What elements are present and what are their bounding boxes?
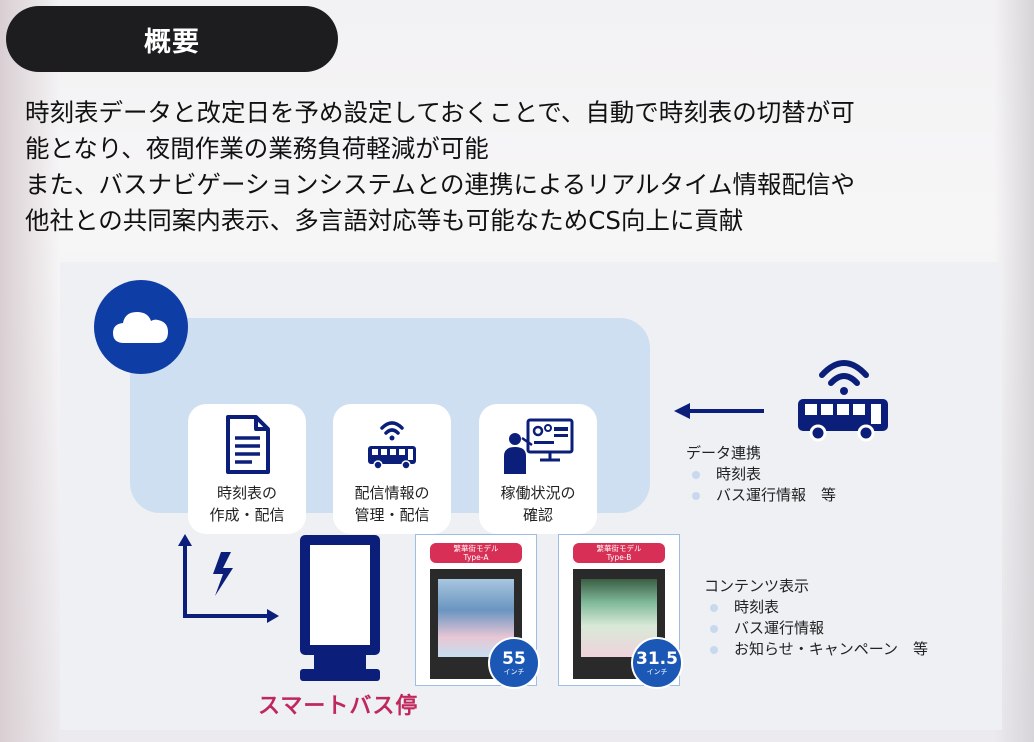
description-line: 他社との共同案内表示、多言語対応等も可能なためCS向上に貢献	[25, 203, 1025, 239]
cloud-service-box: 時刻表の 作成・配信	[130, 318, 650, 513]
data-link-title: データ連携	[686, 443, 836, 464]
content-display-list: コンテンツ表示 時刻表 バス運行情報 お知らせ・キャンペーン 等	[704, 576, 928, 660]
list-item: バス運行情報	[704, 618, 928, 639]
card-label: 作成・配信	[209, 504, 284, 526]
card-label: 稼働状況の	[500, 482, 575, 504]
description-line: また、バスナビゲーションシステムとの連携によるリアルタイム情報配信や	[25, 167, 1025, 203]
bus-wifi-icon	[796, 353, 892, 447]
list-item: 時刻表	[704, 597, 928, 618]
card-label: 配信情報の	[354, 482, 429, 504]
card-distribution: 配信情報の 管理・配信	[333, 404, 451, 534]
smart-bus-stop-label: スマートバス停	[258, 688, 418, 720]
size-badge: 31.5 インチ	[631, 637, 683, 689]
description-line: 能となり、夜間作業の業務負荷軽減が可能	[25, 131, 1025, 167]
model-tag: 繁華街モデル Type-A	[430, 543, 522, 563]
description: 時刻表データと改定日を予め設定しておくことで、自動で時刻表の切替が可 能となり、…	[25, 95, 1025, 239]
monitor-operator-icon	[498, 414, 578, 476]
card-status: 稼働状況の 確認	[479, 404, 597, 534]
card-label: 確認	[500, 504, 575, 526]
size-value: 55	[502, 650, 526, 668]
list-item: 時刻表	[686, 464, 836, 485]
data-link-list: データ連携 時刻表 バス運行情報 等	[686, 443, 836, 506]
section-title-text: 概要	[144, 20, 200, 59]
cloud-icon	[94, 280, 188, 374]
size-badge: 55 インチ	[488, 637, 540, 689]
card-label: 管理・配信	[354, 504, 429, 526]
model-photo-type-b: 繁華街モデル Type-B 31.5 インチ	[558, 534, 680, 686]
document-icon	[222, 414, 272, 476]
card-timetable: 時刻表の 作成・配信	[188, 404, 306, 534]
model-tag: 繁華街モデル Type-B	[573, 543, 665, 563]
signal-axes-icon	[173, 534, 283, 624]
arrow-left-icon	[674, 401, 764, 421]
model-photo-type-a: 繁華街モデル Type-A 55 インチ	[415, 534, 537, 686]
diagram-panel: 時刻表の 作成・配信	[60, 262, 1002, 730]
content-display-title: コンテンツ表示	[704, 576, 928, 597]
description-line: 時刻表データと改定日を予め設定しておくことで、自動で時刻表の切替が可	[25, 95, 1025, 131]
list-item: バス運行情報 等	[686, 485, 836, 506]
size-value: 31.5	[636, 650, 678, 668]
card-label: 時刻表の	[209, 482, 284, 504]
size-unit: インチ	[647, 668, 668, 677]
model-tag-line: 繁華街モデル	[573, 544, 665, 553]
size-unit: インチ	[504, 668, 525, 677]
list-item: お知らせ・キャンペーン 等	[704, 639, 928, 660]
model-tag-line: 繁華街モデル	[430, 544, 522, 553]
model-tag-line: Type-B	[573, 553, 665, 562]
model-tag-line: Type-A	[430, 553, 522, 562]
section-title: 概要	[6, 6, 338, 72]
smart-bus-stop-icon	[298, 533, 384, 683]
bus-wifi-icon	[362, 414, 422, 476]
